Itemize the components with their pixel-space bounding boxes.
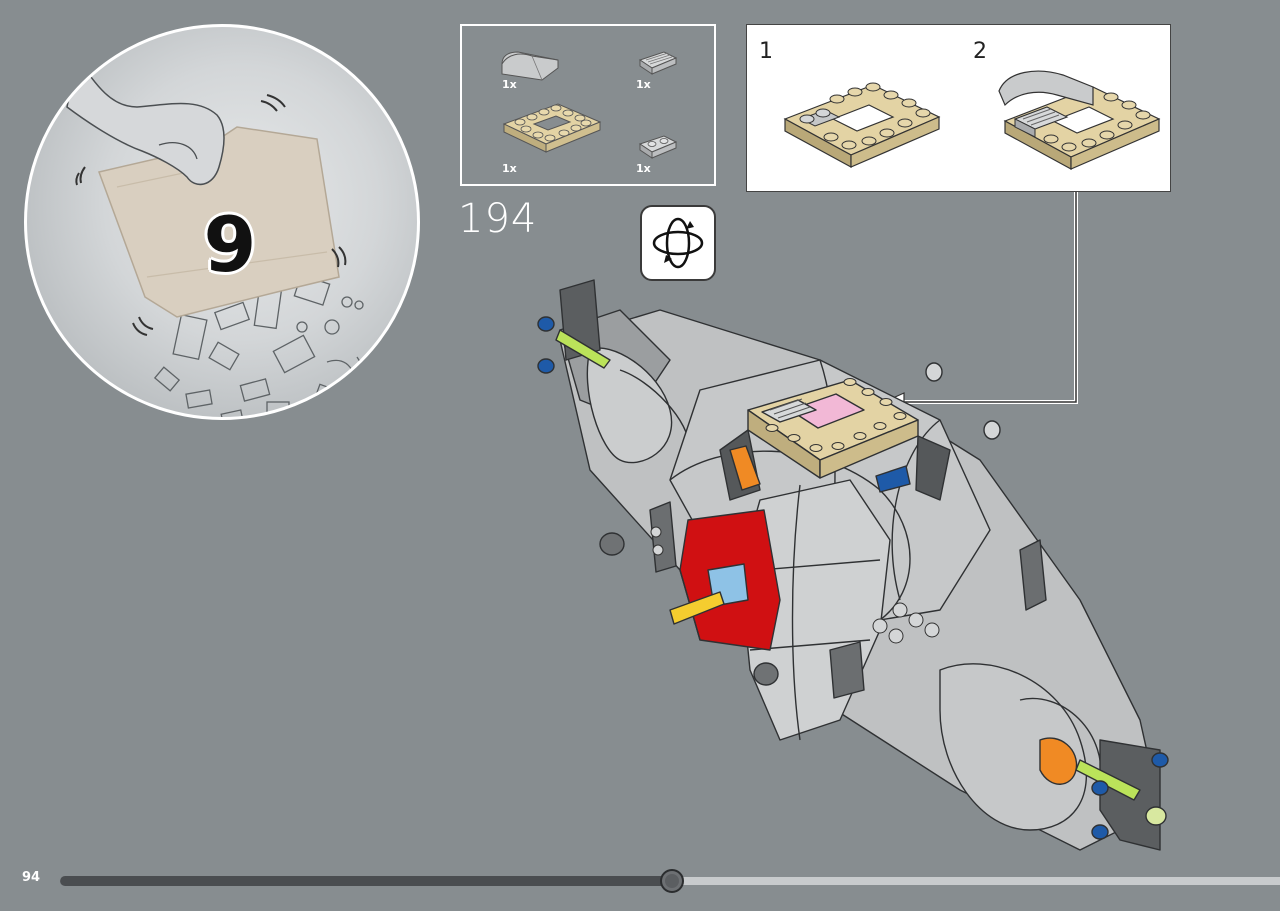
part-qty: 1x [636, 78, 651, 91]
subassembly-box: 1 2 [746, 24, 1171, 192]
part-qty: 1x [502, 162, 517, 175]
rotate-model-icon [640, 205, 716, 281]
parts-list: 1x 1x 1x 1x [460, 24, 716, 186]
shake-marks [75, 94, 347, 336]
part-qty: 1x [636, 162, 651, 175]
step-number: 194 [458, 196, 538, 242]
frame-plate-part-icon [502, 103, 602, 153]
model-illustration [537, 279, 1169, 851]
bag-number: 9 [203, 200, 257, 289]
hand-illustration [66, 55, 225, 186]
jumper-plate-part-icon [638, 135, 678, 159]
grille-tile-part-icon [638, 51, 678, 75]
part-qty: 1x [502, 78, 517, 91]
substep-label: 1 [759, 39, 773, 64]
substep-1-illustration [783, 82, 941, 169]
progress-fill [60, 876, 672, 886]
curved-slope-part-icon [501, 51, 559, 81]
bag-illustration [66, 55, 372, 417]
substep-label: 2 [973, 39, 987, 64]
page-number: 94 [22, 870, 41, 885]
substep-2-illustration [998, 70, 1161, 171]
bag-callout: 9 [24, 24, 420, 420]
scattered-bricks [153, 274, 372, 417]
progress-knob[interactable] [660, 869, 684, 893]
